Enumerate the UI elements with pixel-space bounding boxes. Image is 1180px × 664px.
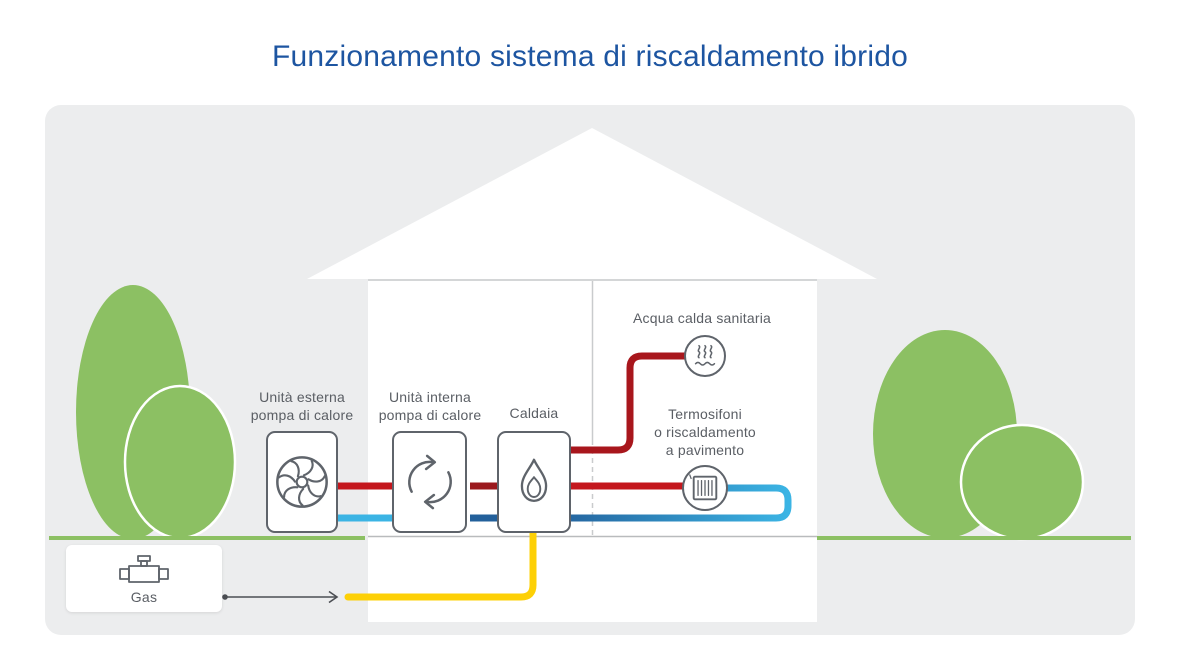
fan-icon <box>276 456 328 508</box>
house-roof <box>307 128 877 279</box>
internal-heat-pump-unit <box>392 431 467 533</box>
radiators-circle <box>682 465 728 511</box>
gas-label: Gas <box>130 588 158 605</box>
pipe-red-dhw <box>550 352 687 454</box>
external-unit-label: Unità esterna pompa di calore <box>250 389 354 423</box>
gas-arrow-head <box>328 590 339 604</box>
steam-icon <box>694 344 716 366</box>
flame-icon <box>520 458 548 503</box>
pipe-blue-radiator-return <box>550 484 792 522</box>
scene-graphics <box>49 128 1131 622</box>
cycle-arrows-icon <box>407 454 452 510</box>
illustration-card: Gas Unità esterna pompa di calore Unità … <box>45 105 1135 635</box>
external-heat-pump-unit <box>266 431 338 533</box>
tree-small-left <box>123 384 237 540</box>
internal-unit-label: Unità interna pompa di calore <box>378 389 482 423</box>
radiators-label: Termosifoni o riscaldamento a pavimento <box>654 406 756 458</box>
dhw-label: Acqua calda sanitaria <box>632 310 772 326</box>
dhw-circle <box>684 335 726 377</box>
gas-pipe <box>344 521 537 601</box>
boiler-label: Caldaia <box>509 405 559 421</box>
boiler-unit <box>497 431 571 533</box>
tree-small-right <box>959 423 1085 541</box>
gas-source-box: Gas <box>66 545 222 612</box>
radiator-icon <box>689 474 718 501</box>
gas-valve-icon <box>119 554 169 583</box>
page-title: Funzionamento sistema di riscaldamento i… <box>272 40 908 73</box>
